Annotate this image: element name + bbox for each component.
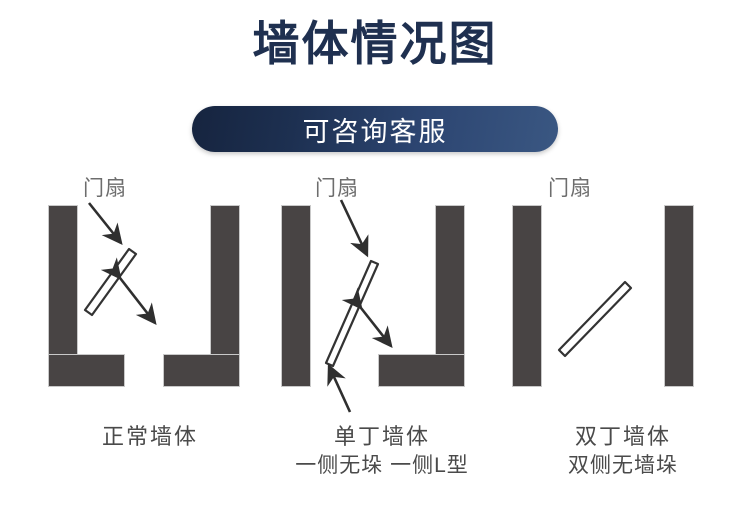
door-leaf	[557, 280, 633, 358]
door-leaf-label: 门扇	[548, 177, 592, 200]
caption-row: 正常墙体 单丁墙体 一侧无垛 一侧L型 双丁墙体 双侧无墙垛	[0, 412, 750, 502]
caption-main: 单丁墙体	[333, 424, 430, 449]
swing-double-arrow	[100, 257, 157, 326]
consult-service-banner[interactable]: 可咨询客服	[192, 106, 558, 152]
door-leaf	[83, 247, 138, 317]
diagram-normal-wall: 门扇	[30, 160, 270, 410]
caption-sub: 双侧无墙垛	[568, 453, 678, 477]
wall-right-vertical	[664, 205, 694, 387]
wall-left-vertical	[512, 205, 542, 387]
wall-right-foot	[163, 354, 240, 387]
swing-double-arrow	[341, 287, 393, 349]
caption-main: 正常墙体	[101, 424, 198, 449]
door-pointer-arrow	[87, 202, 123, 246]
caption-main: 双丁墙体	[574, 424, 671, 449]
wall-right-foot	[378, 354, 465, 387]
diagram-double-pier-wall: 门扇	[495, 160, 735, 410]
caption-single-pier-wall: 单丁墙体 一侧无垛 一侧L型	[258, 422, 506, 480]
door-pointer-arrow	[339, 199, 369, 258]
door-leaf-label: 门扇	[315, 177, 359, 200]
diagram-annotations	[324, 199, 393, 413]
page-title: 墙体情况图	[252, 17, 498, 70]
diagram-area: 门扇	[0, 160, 750, 413]
wall-left-foot	[48, 354, 125, 387]
caption-sub: 一侧无垛 一侧L型	[295, 453, 469, 477]
diagram-annotations	[83, 202, 157, 326]
consult-service-label: 可咨询客服	[302, 116, 448, 147]
door-leaf	[324, 259, 380, 368]
door-leaf-label: 门扇	[83, 177, 127, 200]
caption-normal-wall: 正常墙体	[40, 422, 260, 452]
caption-pointer-arrow	[327, 363, 352, 413]
diagram-single-pier-wall: 门扇	[265, 160, 495, 413]
caption-double-pier-wall: 双丁墙体 双侧无墙垛	[508, 422, 738, 480]
wall-left-vertical	[281, 205, 311, 387]
diagram-annotations	[557, 280, 633, 358]
